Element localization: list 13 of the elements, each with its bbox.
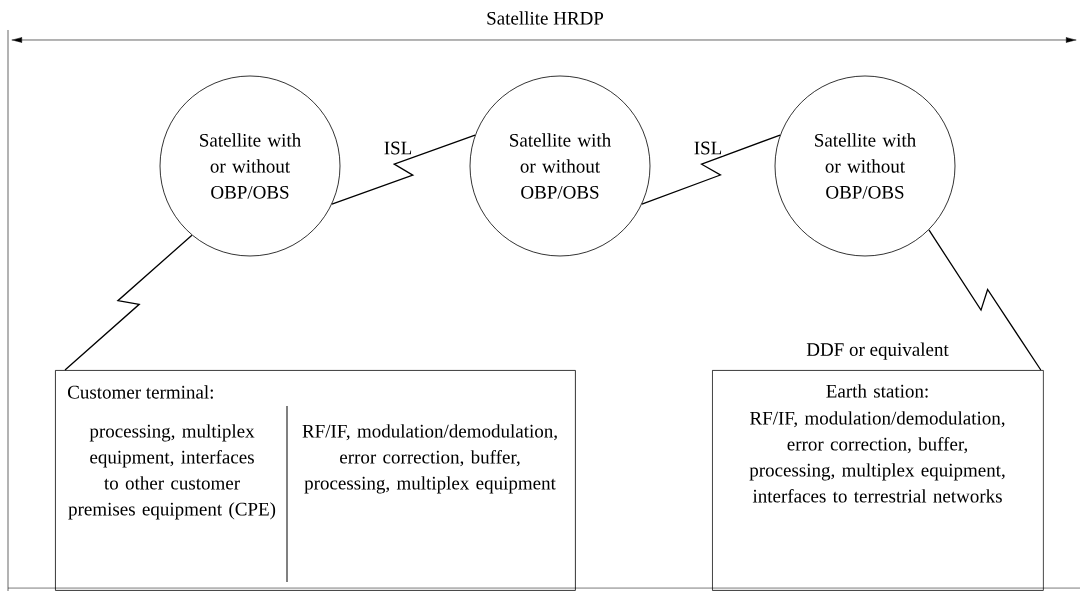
body-text: processing, multiplex equipment, interfaces to other customer premises equipment (CPE): [68, 424, 276, 520]
lightning-link: [331, 134, 476, 205]
lightning-link: [928, 229, 1042, 371]
heading-text: Earth station:: [826, 384, 928, 398]
body-text: RF/IF, modulation/demodulation, error correction, buffer, processing, multiplex equipment: [302, 424, 557, 494]
title: Satellite HRDP: [487, 11, 604, 25]
body-text: RF/IF, modulation/demodulation, error correction, buffer, processing, multiplex equipment, interfaces to terrestrial networks: [749, 411, 1005, 503]
heading-text: Customer terminal:: [68, 385, 213, 399]
lightning-link: [64, 234, 193, 371]
lightning-link: [641, 134, 781, 205]
edge-label: ISL: [692, 140, 724, 156]
beside-label: DDF or equivalent: [806, 342, 949, 360]
edge-label: ISL: [382, 140, 414, 156]
